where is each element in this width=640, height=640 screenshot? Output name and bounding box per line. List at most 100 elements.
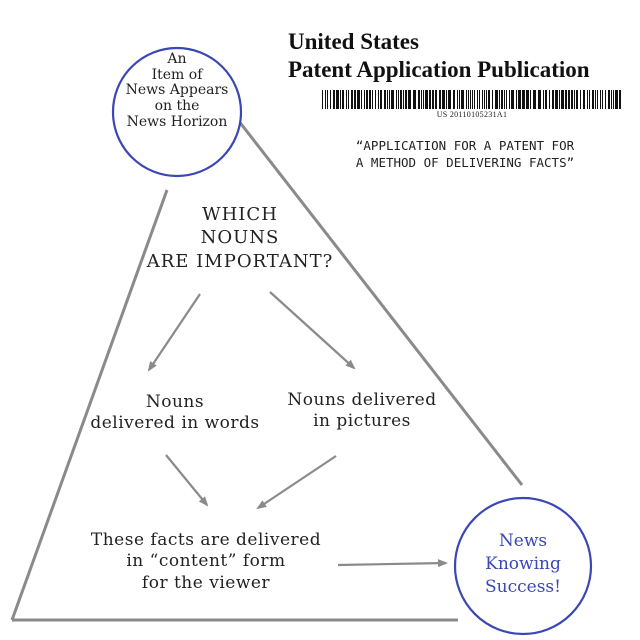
- barcode-bar: [364, 90, 365, 109]
- barcode-bar: [472, 90, 473, 109]
- start-circle: [111, 46, 243, 178]
- barcode-bar: [322, 90, 323, 109]
- barcode-bar: [459, 90, 460, 109]
- barcode-bar: [615, 90, 618, 109]
- barcode-bar: [506, 90, 507, 109]
- barcode-bar: [408, 90, 411, 109]
- barcode-bar: [511, 90, 514, 109]
- barcode-bar: [602, 90, 603, 109]
- barcode: [322, 90, 621, 109]
- barcode-bar: [342, 90, 344, 109]
- node-nouns-in-words: Nouns delivered in words: [90, 392, 260, 434]
- barcode-bar: [432, 90, 434, 109]
- barcode-bar: [413, 90, 416, 109]
- barcode-bar: [403, 90, 404, 109]
- barcode-bar: [354, 90, 356, 109]
- barcode-bar: [398, 90, 399, 109]
- barcode-bar: [613, 90, 614, 109]
- barcode-bar: [479, 90, 480, 109]
- barcode-bar: [574, 90, 575, 109]
- barcode-bar: [538, 90, 541, 109]
- barcode-bar: [418, 90, 420, 109]
- barcode-bar: [457, 90, 458, 109]
- barcode-bar: [549, 90, 550, 109]
- question-text: WHICH NOUNS ARE IMPORTANT?: [146, 204, 334, 272]
- barcode-bar: [389, 90, 390, 109]
- end-circle: [453, 496, 593, 636]
- barcode-bar: [568, 90, 570, 109]
- barcode-bar: [439, 90, 441, 109]
- barcode-bar: [509, 90, 510, 109]
- arrow-words-to-content: [165, 454, 209, 507]
- barcode-bar: [387, 90, 388, 109]
- barcode-bar: [543, 90, 544, 109]
- barcode-bar: [545, 90, 547, 109]
- barcode-label: US 20110105231A1: [436, 110, 508, 119]
- barcode-bar: [619, 90, 621, 109]
- node-content-form: These facts are delivered in “content” f…: [90, 530, 322, 593]
- patent-title-line2: Patent Application Publication: [288, 57, 590, 83]
- barcode-bar: [340, 90, 341, 109]
- barcode-bar: [605, 90, 606, 109]
- barcode-bar: [600, 90, 601, 109]
- barcode-bar: [453, 90, 455, 109]
- barcode-bar: [501, 90, 503, 109]
- barcode-bar: [357, 90, 360, 109]
- patent-quote: “APPLICATION FOR A PATENT FOR A METHOD O…: [355, 138, 575, 170]
- barcode-bar: [461, 90, 464, 109]
- barcode-bar: [530, 90, 531, 109]
- triangle-left-edge: [10, 189, 169, 621]
- barcode-bar: [346, 90, 347, 109]
- patent-title-line1: United States: [288, 29, 419, 54]
- barcode-bar: [587, 90, 588, 109]
- barcode-bar: [423, 90, 424, 109]
- barcode-bar: [366, 90, 368, 109]
- barcode-bar: [555, 90, 558, 109]
- arrow-question-to-words: [147, 293, 201, 372]
- arrow-question-to-pictures: [269, 291, 356, 370]
- barcode-bar: [576, 90, 578, 109]
- barcode-bar: [442, 90, 445, 109]
- barcode-bar: [327, 90, 328, 109]
- barcode-bar: [516, 90, 517, 109]
- barcode-bar: [474, 90, 475, 109]
- barcode-bar: [522, 90, 525, 109]
- barcode-bar: [351, 90, 353, 109]
- barcode-bar: [400, 90, 402, 109]
- barcode-bar: [592, 90, 594, 109]
- barcode-bar: [468, 90, 469, 109]
- barcode-bar: [391, 90, 394, 109]
- barcode-bar: [589, 90, 590, 109]
- barcode-bar: [583, 90, 585, 109]
- barcode-bar: [608, 90, 610, 109]
- barcode-bar: [571, 90, 573, 109]
- barcode-bar: [477, 90, 478, 109]
- barcode-bar: [330, 90, 331, 109]
- patent-title: United States Patent Application Publica…: [288, 28, 640, 84]
- arrow-pictures-to-content: [256, 455, 337, 510]
- barcode-bar: [369, 90, 371, 109]
- barcode-bar: [361, 90, 362, 109]
- arrow-content-to-success: [337, 559, 448, 568]
- barcode-bar: [325, 90, 326, 109]
- barcode-bar: [526, 90, 529, 109]
- triangle-right-edge: [236, 119, 524, 486]
- barcode-bar: [375, 90, 376, 109]
- barcode-bar: [495, 90, 498, 109]
- barcode-bar: [435, 90, 437, 109]
- barcode-bar: [372, 90, 373, 109]
- barcode-bar: [518, 90, 521, 109]
- barcode-bar: [611, 90, 612, 109]
- barcode-bar: [559, 90, 560, 109]
- node-nouns-in-pictures: Nouns delivered in pictures: [287, 390, 437, 432]
- barcode-bar: [504, 90, 505, 109]
- barcode-bar: [333, 90, 335, 109]
- barcode-bar: [492, 90, 493, 109]
- barcode-bar: [405, 90, 407, 109]
- end-circle-text: News Knowing Success!: [485, 531, 561, 597]
- barcode-bar: [565, 90, 567, 109]
- start-circle-text: An Item of News Appears on the News Hori…: [125, 51, 229, 130]
- barcode-bar: [482, 90, 483, 109]
- barcode-bar: [533, 90, 536, 109]
